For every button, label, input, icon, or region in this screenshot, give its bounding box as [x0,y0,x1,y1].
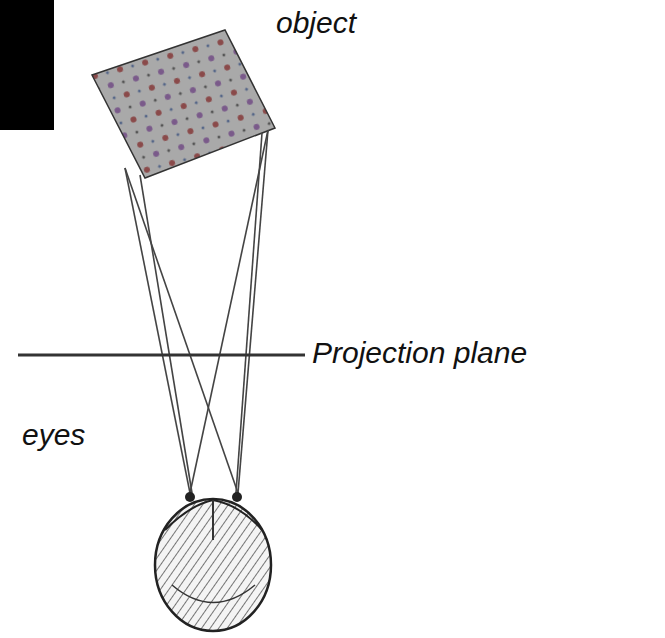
head [155,492,271,631]
object-label: object [276,6,356,39]
plane-label: Projection plane [312,336,527,369]
sight-lines [125,130,268,493]
projection-plane-line [18,354,305,357]
object-square [92,30,275,178]
black-block [0,0,54,130]
eyes-label: eyes [22,418,85,451]
